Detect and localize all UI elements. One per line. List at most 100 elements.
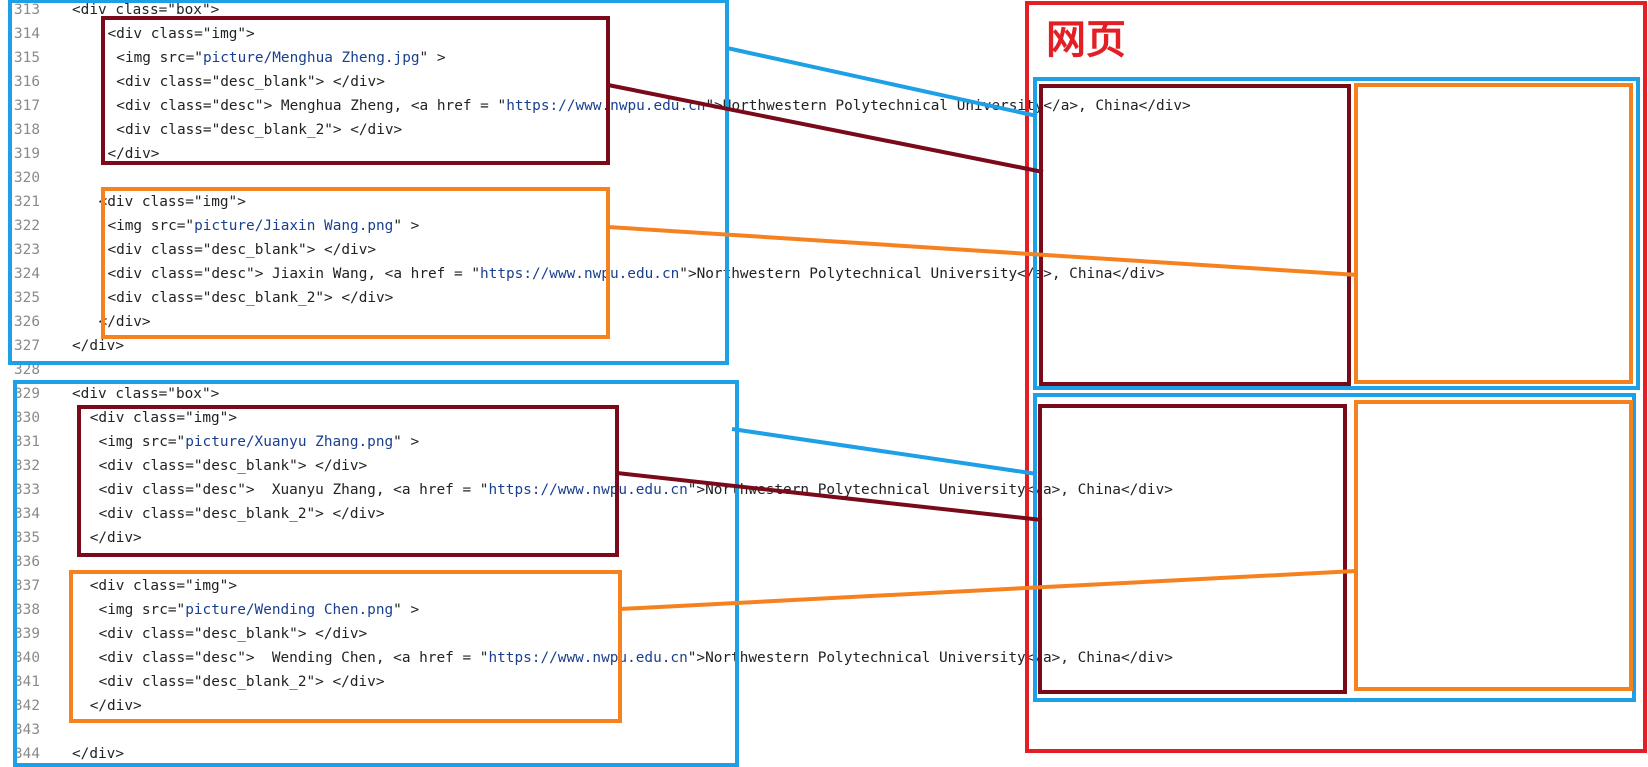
code-token: </div> bbox=[89, 530, 142, 546]
code-token: </div> bbox=[89, 698, 142, 714]
string-literal: picture/Menghua Zheng.jpg bbox=[202, 50, 420, 66]
code-token: ">Northwestern Polytechnical University<… bbox=[687, 650, 1173, 666]
code-token: </div> bbox=[72, 746, 124, 762]
line-number: 339 bbox=[14, 626, 40, 642]
code-token: <img src=" bbox=[107, 218, 195, 234]
code-line[interactable]: 324<div class="desc"> Jiaxin Wang, <a hr… bbox=[0, 262, 1640, 286]
code-line[interactable]: 314 <div class="img"> bbox=[0, 22, 1640, 46]
code-line[interactable]: 321<div class="img"> bbox=[0, 190, 1640, 214]
code-token: <div class="desc"> Jiaxin Wang, <a href … bbox=[107, 266, 480, 282]
line-number: 343 bbox=[14, 722, 40, 738]
code-line[interactable]: 327 </div> bbox=[0, 334, 1640, 358]
code-token: <div class="desc_blank"> </div> bbox=[98, 458, 368, 474]
code-token: <div class="desc_blank_2"> </div> bbox=[98, 674, 385, 690]
code-text: <div class="desc"> Xuanyu Zhang, <a href… bbox=[99, 478, 1173, 502]
code-token: <div class="desc"> Wending Chen, <a href… bbox=[98, 650, 489, 666]
code-text: <img src="picture/Xuanyu Zhang.png" > bbox=[99, 430, 420, 454]
code-token: <div class="desc_blank_2"> </div> bbox=[107, 290, 394, 306]
code-text: <img src="picture/Wending Chen.png" > bbox=[99, 598, 420, 622]
code-text: <div class="box"> bbox=[72, 382, 219, 406]
code-line[interactable]: 330 <div class="img"> bbox=[0, 406, 1640, 430]
line-number: 326 bbox=[14, 314, 40, 330]
code-line[interactable]: 342 </div> bbox=[0, 694, 1640, 718]
line-number: 328 bbox=[14, 362, 40, 378]
code-text: <div class="desc_blank"> </div> bbox=[99, 454, 368, 478]
code-token: <div class="box"> bbox=[72, 2, 220, 18]
code-line[interactable]: 334<div class="desc_blank_2"> </div> bbox=[0, 502, 1640, 526]
code-line[interactable]: 341<div class="desc_blank_2"> </div> bbox=[0, 670, 1640, 694]
code-line[interactable]: 337<div class="img"> bbox=[0, 574, 1640, 598]
code-line[interactable]: 338 <img src="picture/Wending Chen.png" > bbox=[0, 598, 1640, 622]
code-line[interactable]: 339 <div class="desc_blank"> </div> bbox=[0, 622, 1640, 646]
code-text: </div> bbox=[99, 310, 151, 334]
line-number: 320 bbox=[14, 170, 40, 186]
code-token: ">Northwestern Polytechnical University<… bbox=[679, 266, 1165, 282]
line-number: 338 bbox=[14, 602, 40, 618]
code-line[interactable]: 315 <img src="picture/Menghua Zheng.jpg" … bbox=[0, 46, 1640, 70]
code-line[interactable]: 313<div class="box"> bbox=[0, 0, 1640, 22]
code-token: <div class="desc_blank_2"> </div> bbox=[116, 122, 403, 138]
code-text: <div class="desc"> Jiaxin Wang, <a href … bbox=[107, 262, 1164, 286]
code-line[interactable]: 323<div class="desc_blank"> </div> bbox=[0, 238, 1640, 262]
code-text: <div class="desc_blank_2"> </div> bbox=[107, 286, 393, 310]
code-line[interactable]: 343 bbox=[0, 718, 1640, 742]
line-number: 319 bbox=[14, 146, 40, 162]
line-number: 333 bbox=[14, 482, 40, 498]
string-literal: picture/Jiaxin Wang.png bbox=[194, 218, 394, 234]
code-token: " > bbox=[393, 602, 420, 618]
line-number: 332 bbox=[14, 458, 40, 474]
code-text: <img src="picture/Menghua Zheng.jpg" > bbox=[116, 46, 445, 70]
code-token: " > bbox=[419, 50, 446, 66]
line-number: 330 bbox=[14, 410, 40, 426]
code-line[interactable]: 335</div> bbox=[0, 526, 1640, 550]
code-token: <div class="box"> bbox=[72, 386, 220, 402]
code-line[interactable]: 319 </div> bbox=[0, 142, 1640, 166]
code-line[interactable]: 326 </div> bbox=[0, 310, 1640, 334]
code-token: <div class="img"> bbox=[89, 578, 238, 594]
code-line[interactable]: 344</div> bbox=[0, 742, 1640, 766]
line-number: 342 bbox=[14, 698, 40, 714]
code-token: <div class="desc_blank"> </div> bbox=[116, 74, 385, 90]
code-line[interactable]: 331<img src="picture/Xuanyu Zhang.png" > bbox=[0, 430, 1640, 454]
line-number: 340 bbox=[14, 650, 40, 666]
code-line[interactable]: 329<div class="box"> bbox=[0, 382, 1640, 406]
code-token: <div class="desc"> Menghua Zheng, <a hre… bbox=[116, 98, 507, 114]
code-text: </div> bbox=[72, 334, 124, 358]
code-line[interactable]: 320 bbox=[0, 166, 1640, 190]
code-text: <div class="img"> bbox=[90, 406, 237, 430]
code-line[interactable]: 340 <div class="desc"> Wending Chen, <a h… bbox=[0, 646, 1640, 670]
code-line[interactable]: 328 bbox=[0, 358, 1640, 382]
code-token: <img src=" bbox=[98, 602, 186, 618]
line-number: 314 bbox=[14, 26, 40, 42]
line-number: 327 bbox=[14, 338, 40, 354]
code-token: <div class="desc"> Xuanyu Zhang, <a href… bbox=[98, 482, 489, 498]
code-token: </div> bbox=[98, 314, 151, 330]
line-number: 315 bbox=[14, 50, 40, 66]
code-token: <div class="img"> bbox=[107, 26, 255, 42]
code-token: <div class="img"> bbox=[98, 194, 246, 210]
code-token: ">Northwestern Polytechnical University<… bbox=[687, 482, 1173, 498]
code-text: <div class="desc"> Menghua Zheng, <a hre… bbox=[116, 94, 1190, 118]
code-token: <div class="desc_blank_2"> </div> bbox=[98, 506, 385, 522]
code-line[interactable]: 325 <div class="desc_blank_2"> </div> bbox=[0, 286, 1640, 310]
code-token: " > bbox=[393, 218, 420, 234]
code-line[interactable]: 317<div class="desc"> Menghua Zheng, <a … bbox=[0, 94, 1640, 118]
string-literal: picture/Wending Chen.png bbox=[185, 602, 394, 618]
code-token: <div class="desc_blank"> </div> bbox=[98, 626, 368, 642]
code-token: </div> bbox=[107, 146, 160, 162]
code-text: <div class="desc_blank_2"> </div> bbox=[99, 502, 385, 526]
code-line[interactable]: 318<div class="desc_blank_2"> </div> bbox=[0, 118, 1640, 142]
line-number: 325 bbox=[14, 290, 40, 306]
code-line[interactable]: 333 <div class="desc"> Xuanyu Zhang, <a h… bbox=[0, 478, 1640, 502]
code-token: <div class="desc_blank"> </div> bbox=[107, 242, 377, 258]
code-line[interactable]: 316<div class="desc_blank"> </div> bbox=[0, 70, 1640, 94]
code-token: <div class="img"> bbox=[89, 410, 238, 426]
code-text: <img src="picture/Jiaxin Wang.png" > bbox=[107, 214, 419, 238]
code-text: <div class="desc_blank"> </div> bbox=[116, 70, 385, 94]
code-token: <img src=" bbox=[116, 50, 203, 66]
code-line[interactable]: 336 bbox=[0, 550, 1640, 574]
code-token: <img src=" bbox=[98, 434, 186, 450]
code-line[interactable]: 322<img src="picture/Jiaxin Wang.png" > bbox=[0, 214, 1640, 238]
code-line[interactable]: 332 <div class="desc_blank"> </div> bbox=[0, 454, 1640, 478]
